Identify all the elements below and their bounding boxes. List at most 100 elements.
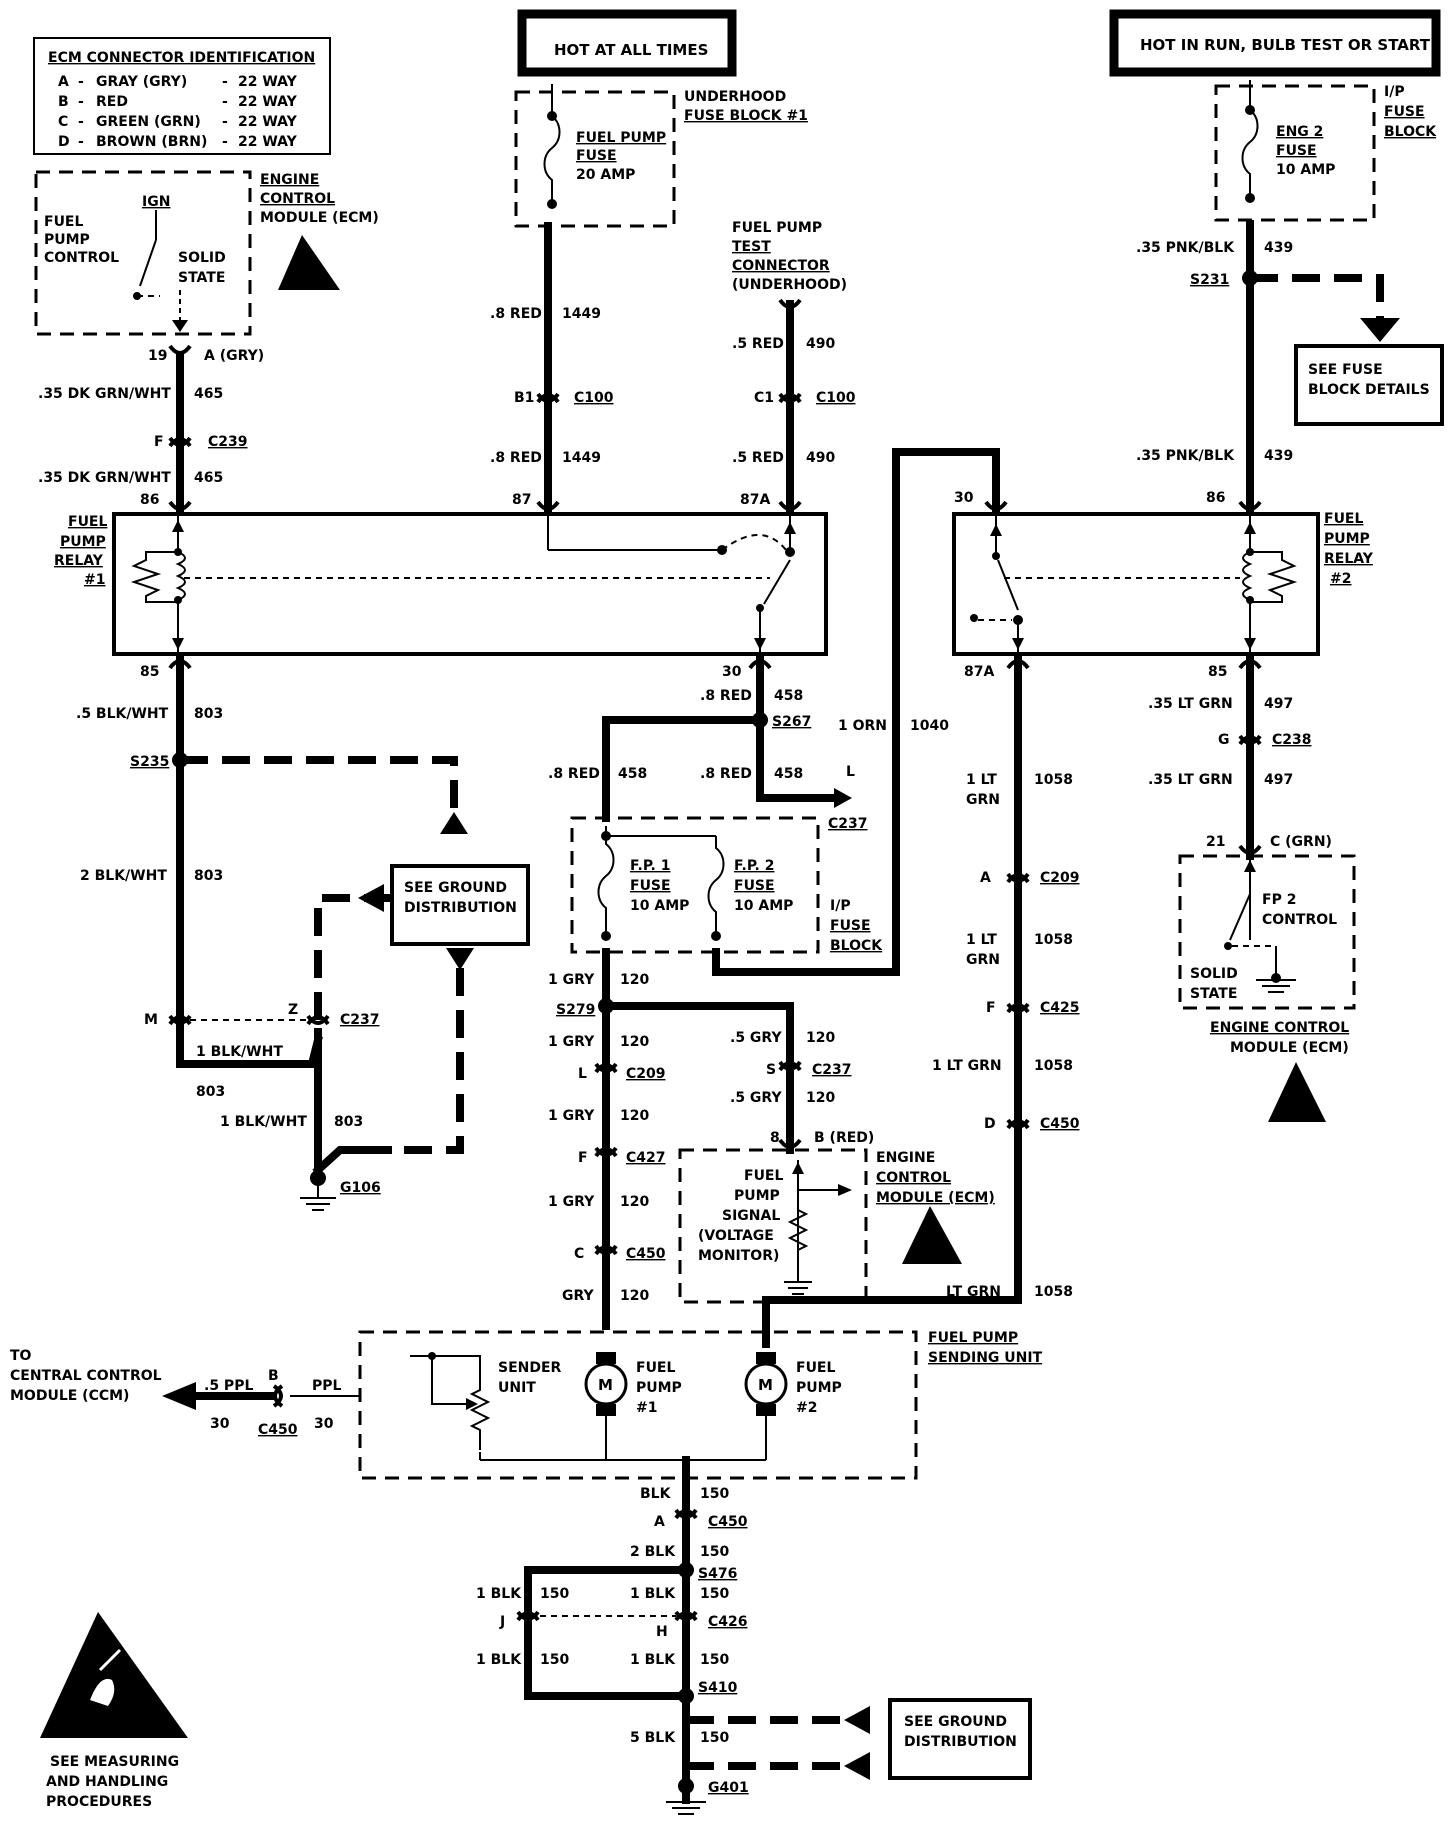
underhood-fuse-block: UNDERHOOD FUSE BLOCK #1 FUEL PUMP FUSE 2… <box>514 84 808 228</box>
see-fuse-2: BLOCK DETAILS <box>1308 382 1430 398</box>
connector-c450-b <box>273 1384 284 1408</box>
ecm-top-ign: IGN <box>142 194 170 210</box>
ecm-id-row-c-way: 22 WAY <box>238 114 298 130</box>
hot-at-all-times-label: HOT AT ALL TIMES <box>554 41 708 59</box>
ip-fuse-block-mid: F.P. 1 FUSE 10 AMP F.P. 2 FUSE 10 AMP I/… <box>570 816 883 954</box>
circuit-label: 1058 <box>1034 932 1073 948</box>
connector-relay1-86 <box>168 500 192 511</box>
sender-unit-1: SENDER <box>498 1360 562 1376</box>
wire-label: .5 RED <box>732 336 784 352</box>
svg-text:-: - <box>222 114 228 130</box>
splice-s410 <box>678 1688 694 1704</box>
esd-note-1: SEE MEASURING <box>50 1754 179 1770</box>
wire-label: .35 PNK/BLK <box>1136 240 1235 256</box>
test-conn-4: (UNDERHOOD) <box>732 277 847 293</box>
connector-pin-label: S <box>766 1062 776 1078</box>
pump1-m: M <box>598 1376 613 1394</box>
connector-c425 <box>1006 1002 1030 1013</box>
connector-pin-label: F <box>578 1150 588 1166</box>
see-ground-distribution-box-2[interactable]: SEE GROUND DISTRIBUTION <box>888 1698 1032 1780</box>
circuit-label: 150 <box>700 1652 729 1668</box>
ecm-mid: ENGINE CONTROL MODULE (ECM) FUEL PUMP SI… <box>678 1148 995 1304</box>
splice-label: S279 <box>556 1002 595 1018</box>
relay1-pin-87a: 87A <box>740 492 770 508</box>
circuit-label: 120 <box>620 1034 649 1050</box>
circuit-label: 120 <box>806 1090 835 1106</box>
wire-label: .35 DK GRN/WHT <box>38 386 171 402</box>
hot-at-all-times-box: HOT AT ALL TIMES <box>517 9 737 77</box>
connector-relay1-87a <box>778 500 802 511</box>
wire-label: 1 BLK/WHT <box>220 1114 307 1130</box>
pump2-3: #2 <box>796 1400 817 1416</box>
ecm-right-fp2-2: CONTROL <box>1262 912 1337 928</box>
wire-label: 1 BLK <box>476 1586 522 1602</box>
fuel-pump-fuse-2: FUSE <box>576 148 617 164</box>
ip-fuse-block-top: I/P FUSE BLOCK ENG 2 FUSE 10 AMP <box>1214 80 1437 222</box>
splice-label: S410 <box>698 1680 738 1696</box>
connector-label: C450 <box>708 1514 748 1530</box>
circuit-label: 1058 <box>1034 1284 1073 1300</box>
wire-label: 1 LT GRN <box>932 1058 1002 1074</box>
ecm-id-row-d-way: 22 WAY <box>238 134 298 150</box>
test-conn-2: TEST <box>732 239 771 255</box>
circuit-label: 465 <box>194 470 223 486</box>
circuit-label: 120 <box>806 1030 835 1046</box>
esd-handling-note: SEE MEASURING AND HANDLING PROCEDURES <box>40 1612 188 1810</box>
ecm-mid-signal-1: FUEL <box>744 1168 783 1184</box>
fp2-fuse-3: 10 AMP <box>734 898 793 914</box>
ecm-id-title: ECM CONNECTOR IDENTIFICATION <box>48 50 315 66</box>
connector-c238 <box>1238 734 1262 745</box>
circuit-label: 150 <box>700 1730 729 1746</box>
circuit-label: 30 <box>314 1416 334 1432</box>
relay1-title-4: #1 <box>84 572 105 588</box>
wire-label: 1 GRY <box>548 1108 595 1124</box>
splice-label: S476 <box>698 1566 737 1582</box>
circuit-label: 150 <box>700 1486 729 1502</box>
wire-label: LT GRN <box>946 1284 1001 1300</box>
ecm-id-row-d-color: BROWN (BRN) <box>96 134 207 150</box>
pump2-2: PUMP <box>796 1380 842 1396</box>
circuit-label: 497 <box>1264 696 1293 712</box>
connector-label: C426 <box>708 1614 748 1630</box>
fuel-pump-fuse-1: FUEL PUMP <box>576 130 666 146</box>
ecm-mid-title-1: ENGINE <box>876 1150 935 1166</box>
hot-in-run-label: HOT IN RUN, BULB TEST OR START <box>1140 36 1431 54</box>
relay1-title-1: FUEL <box>68 514 107 530</box>
wire-label: .35 PNK/BLK <box>1136 448 1235 464</box>
see-fuse-block-box[interactable]: SEE FUSE BLOCK DETAILS <box>1294 344 1444 426</box>
svg-text:-: - <box>222 134 228 150</box>
ecm-connector-id-table: ECM CONNECTOR IDENTIFICATION A - GRAY (G… <box>33 37 331 155</box>
circuit-label: 465 <box>194 386 223 402</box>
relay1-pin-30: 30 <box>722 664 742 680</box>
ip-mid-title-2: FUSE <box>830 918 871 934</box>
wire-label: 1 ORN <box>838 718 887 734</box>
connector-pin-label: A <box>654 1514 665 1530</box>
connector-label: C237 <box>340 1012 380 1028</box>
sending-title-2: SENDING UNIT <box>928 1350 1043 1366</box>
test-conn-3: CONNECTOR <box>732 258 830 274</box>
ecm-right-pin: 21 <box>1206 834 1225 850</box>
connector-pin-label: A <box>980 870 991 886</box>
eng2-fuse-3: 10 AMP <box>1276 162 1335 178</box>
sender-unit-2: UNIT <box>498 1380 536 1396</box>
wire-label: .5 RED <box>732 450 784 466</box>
wire-label: 1 LT <box>966 932 997 948</box>
wire-label: .5 PPL <box>204 1378 253 1394</box>
connector-label: C425 <box>1040 1000 1080 1016</box>
see-ground-distribution-box-1[interactable]: SEE GROUND DISTRIBUTION <box>390 864 530 946</box>
connector-c450-d <box>1006 1118 1030 1129</box>
ground-label: G401 <box>708 1780 749 1796</box>
wire-label: 2 BLK/WHT <box>80 868 167 884</box>
ecm-right-solid-2: STATE <box>1190 986 1237 1002</box>
ecm-top-title-1: ENGINE <box>260 172 319 188</box>
fp2-fuse-2: FUSE <box>734 878 775 894</box>
esd-warning-large-icon <box>40 1612 188 1738</box>
splice-s267 <box>752 712 768 728</box>
connector-pin-label: D <box>984 1116 996 1132</box>
svg-text:-: - <box>222 74 228 90</box>
wire-label: .5 GRY <box>730 1090 782 1106</box>
wire-label: .8 RED <box>490 450 542 466</box>
circuit-label: 497 <box>1264 772 1293 788</box>
esd-warning-icon <box>278 235 340 290</box>
wire-label: .5 BLK/WHT <box>76 706 169 722</box>
